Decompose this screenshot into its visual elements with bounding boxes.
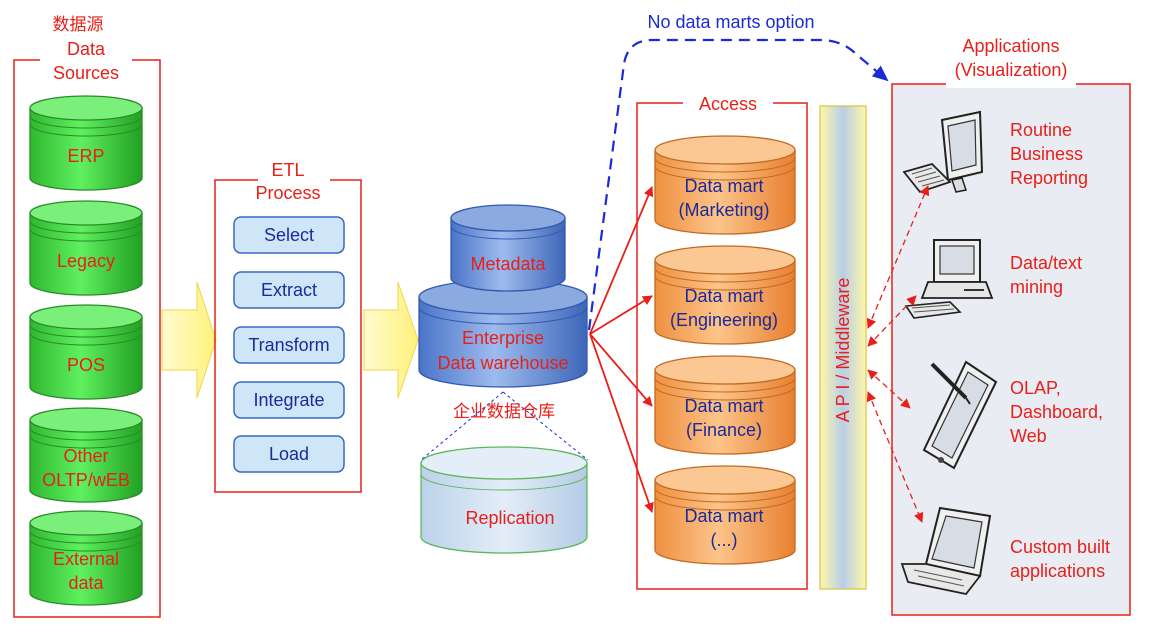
data-mart-label-line2: (Engineering)	[670, 310, 778, 330]
etl-process-panel: ETL Process SelectExtractTransformIntegr…	[214, 160, 362, 493]
applications-title-line1: Applications	[962, 36, 1059, 56]
mart-flow-arrow	[589, 186, 654, 335]
data-mart-label-line2: (...)	[711, 530, 738, 550]
data-mart-label-line1: Data mart	[684, 176, 763, 196]
monitor-keyboard-icon	[902, 110, 984, 194]
data-mart-label-line2: (Marketing)	[678, 200, 769, 220]
etl-step-label: Select	[264, 225, 314, 245]
warehouse-label-line2: Data warehouse	[437, 353, 568, 373]
etl-step-label: Integrate	[253, 390, 324, 410]
warehouse-label-line1: Enterprise	[462, 328, 544, 348]
application-label: Web	[1010, 426, 1047, 446]
applications-panel: Applications (Visualization)	[891, 34, 1131, 616]
applications-title-line2: (Visualization)	[955, 60, 1068, 80]
replication-cylinder: Replication	[420, 446, 588, 554]
source-cylinder: External data	[29, 510, 143, 606]
etl-title-line1: ETL	[271, 160, 304, 180]
tablet-stylus-icon	[922, 360, 998, 470]
laptop-icon	[900, 506, 992, 595]
enterprise-warehouse-stack: Replication Enterprise Data warehouse Me…	[418, 204, 589, 554]
replication-label: Replication	[465, 508, 554, 528]
mart-flow-arrow	[589, 333, 653, 407]
etl-step-box: Transform	[233, 326, 345, 364]
application-label: Custom built	[1010, 537, 1110, 557]
application-label: mining	[1010, 277, 1063, 297]
no-data-marts-arrow	[587, 38, 889, 331]
etl-step-label: Transform	[248, 335, 329, 355]
application-label: Data/text	[1010, 253, 1082, 273]
etl-step-box: Load	[233, 435, 345, 473]
no-data-marts-label: No data marts option	[647, 12, 814, 32]
enterprise-data-warehouse-cylinder: Enterprise Data warehouse	[418, 279, 588, 388]
data-mart-label-line1: Data mart	[684, 506, 763, 526]
flow-arrow-sources-to-etl	[161, 281, 217, 399]
source-cylinder: ERP	[29, 95, 143, 191]
data-mart-label-line1: Data mart	[684, 396, 763, 416]
etl-title-line2: Process	[255, 183, 320, 203]
source-label-line1: ERP	[67, 146, 104, 166]
sources-title-line2: Sources	[53, 63, 119, 83]
metadata-cylinder: Metadata	[450, 204, 566, 292]
api-middleware-bar: A P I / Middleware	[819, 105, 867, 590]
source-cylinder: Legacy	[29, 200, 143, 296]
etl-step-box: Select	[233, 216, 345, 254]
data-mart-cylinder: Data mart (Engineering)	[654, 245, 796, 345]
etl-step-label: Extract	[261, 280, 317, 300]
etl-step-box: Integrate	[233, 381, 345, 419]
data-mart-cylinder: Data mart (Marketing)	[654, 135, 796, 235]
mart-flow-arrow	[589, 295, 653, 335]
data-mart-label-line1: Data mart	[684, 286, 763, 306]
application-label: applications	[1010, 561, 1105, 581]
middleware-to-app-arrows	[866, 185, 930, 523]
source-label-line2: data	[68, 573, 104, 593]
sources-title-line1: Data	[67, 39, 106, 59]
application-label: Reporting	[1010, 168, 1088, 188]
flow-arrow-etl-to-warehouse	[363, 281, 419, 399]
warehouse-cn-label: 企业数据仓库	[453, 402, 555, 421]
application-label: Business	[1010, 144, 1083, 164]
application-label: Routine	[1010, 120, 1072, 140]
warehouse-to-mart-arrows	[589, 186, 654, 513]
data-mart-cylinder: Data mart (Finance)	[654, 355, 796, 455]
source-label-line1: Legacy	[57, 251, 115, 271]
etl-step-box: Extract	[233, 271, 345, 309]
application-label: Dashboard,	[1010, 402, 1103, 422]
source-label-line2: OLTP/wEB	[42, 470, 130, 490]
etl-step-label: Load	[269, 444, 309, 464]
access-panel: Access Data mart (Marketing) Data mart (Eng…	[636, 94, 808, 590]
data-mart-cylinder: Data mart (...)	[654, 465, 796, 565]
mart-flow-arrow	[589, 333, 654, 513]
data-mart-label-line2: (Finance)	[686, 420, 762, 440]
access-title: Access	[699, 94, 757, 114]
source-cylinder: POS	[29, 304, 143, 400]
source-label-line1: External	[53, 549, 119, 569]
metadata-label: Metadata	[470, 254, 546, 274]
sources-title-cn: 数据源	[53, 15, 104, 34]
middleware-label: A P I / Middleware	[833, 278, 853, 423]
source-label-line1: POS	[67, 355, 105, 375]
application-label: OLAP,	[1010, 378, 1061, 398]
source-label-line1: Other	[63, 446, 108, 466]
